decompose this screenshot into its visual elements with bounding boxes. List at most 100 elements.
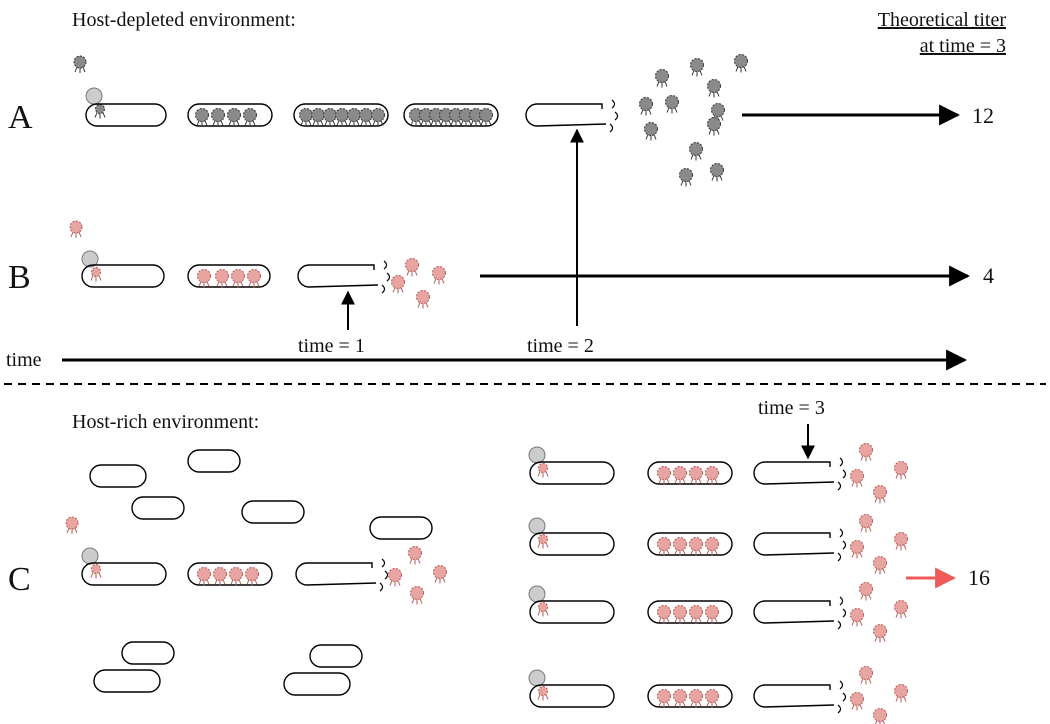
released-phage: [405, 258, 419, 277]
uninfected-host-cell: [131, 496, 185, 520]
released-phage: [894, 532, 908, 551]
released-phage: [894, 600, 908, 619]
progeny-phage: [195, 108, 209, 127]
injecting-phage: [94, 104, 106, 119]
released-phage: [432, 266, 446, 285]
adsorbed-phage-head: [528, 585, 546, 603]
adsorbed-phage-head: [528, 446, 546, 464]
progeny-phage: [359, 108, 373, 127]
progeny-phage: [689, 605, 703, 624]
titer-heading-line1: Theoretical titer: [878, 9, 1007, 31]
uninfected-host-cell: [187, 449, 241, 473]
progeny-phage: [689, 689, 703, 708]
progeny-phage: [227, 108, 241, 127]
progeny-phage: [657, 466, 671, 485]
progeny-phage: [657, 605, 671, 624]
released-phage: [707, 79, 721, 98]
progeny-phage: [479, 108, 493, 127]
progeny-phage: [243, 108, 257, 127]
cell-debris: [837, 596, 847, 630]
cell-debris: [379, 558, 389, 592]
progeny-phage: [299, 108, 313, 127]
titer-heading-line2: at time = 3: [920, 35, 1006, 57]
progeny-phage: [311, 108, 325, 127]
progeny-phage: [371, 108, 385, 127]
injecting-phage: [90, 267, 102, 282]
injecting-phage: [537, 686, 549, 701]
released-phage: [644, 122, 658, 141]
row-a-titer: 12: [972, 103, 994, 128]
released-phage: [873, 708, 887, 724]
released-phage: [894, 684, 908, 703]
infected-cell: [647, 600, 733, 624]
free-phage: [73, 55, 87, 73]
progeny-phage: [657, 689, 671, 708]
host-cell: [81, 562, 167, 586]
progeny-phage: [673, 689, 687, 708]
released-phage: [639, 97, 653, 116]
cell-debris: [837, 457, 847, 491]
uninfected-host-cell: [241, 500, 305, 524]
released-phage: [388, 568, 402, 587]
released-phage: [873, 624, 887, 643]
progeny-phage: [335, 108, 349, 127]
progeny-phage: [211, 108, 225, 127]
infected-cell: [187, 562, 273, 586]
free-phage: [69, 220, 83, 238]
progeny-phage: [247, 269, 261, 288]
uninfected-host-cell: [121, 641, 175, 665]
adsorbed-phage-head: [528, 669, 546, 687]
released-phage: [690, 58, 704, 77]
infected-cell: [647, 532, 733, 556]
progeny-phage: [657, 537, 671, 556]
injecting-phage: [537, 534, 549, 549]
cells-and-phages: [65, 54, 908, 724]
released-phage: [655, 69, 669, 88]
progeny-phage: [245, 567, 259, 586]
uninfected-host-cell: [283, 672, 351, 696]
infected-cell: [529, 600, 615, 624]
released-phage: [689, 142, 703, 161]
lysed-cell: [753, 684, 835, 708]
progeny-phage: [689, 537, 703, 556]
lysed-cell: [753, 461, 835, 485]
progeny-phage: [213, 567, 227, 586]
lysed-cell: [525, 103, 607, 127]
progeny-phage: [673, 605, 687, 624]
cell-debris: [609, 99, 619, 133]
released-phage: [850, 469, 864, 488]
lower-heading: Host-rich environment:: [72, 411, 259, 433]
uninfected-host-cell: [309, 644, 363, 668]
upper-heading: Host-depleted environment:: [72, 9, 296, 31]
released-phage: [859, 514, 873, 533]
progeny-phage: [409, 108, 423, 127]
uninfected-host-cell: [89, 464, 147, 488]
cell-debris: [837, 528, 847, 562]
progeny-phage: [347, 108, 361, 127]
row-b-label: B: [8, 259, 31, 296]
time-2-label: time = 2: [527, 335, 594, 357]
released-phage: [850, 692, 864, 711]
released-phage: [859, 582, 873, 601]
released-phage: [873, 556, 887, 575]
adsorbed-phage-head: [85, 87, 103, 105]
cell-debris: [837, 680, 847, 714]
host-cell: [85, 103, 167, 127]
progeny-phage: [705, 537, 719, 556]
progeny-phage: [673, 466, 687, 485]
row-c-titer: 16: [968, 565, 990, 590]
host-cell: [81, 264, 165, 288]
released-phage: [859, 666, 873, 685]
progeny-phage: [229, 567, 243, 586]
free-phage: [65, 516, 79, 534]
released-phage: [894, 461, 908, 480]
progeny-phage: [689, 466, 703, 485]
progeny-phage: [705, 605, 719, 624]
infected-cell: [293, 103, 389, 127]
lysed-cell: [297, 264, 379, 288]
released-phage: [707, 117, 721, 136]
uninfected-host-cell: [93, 669, 161, 693]
released-phage: [873, 485, 887, 504]
lysed-cell: [295, 562, 377, 586]
